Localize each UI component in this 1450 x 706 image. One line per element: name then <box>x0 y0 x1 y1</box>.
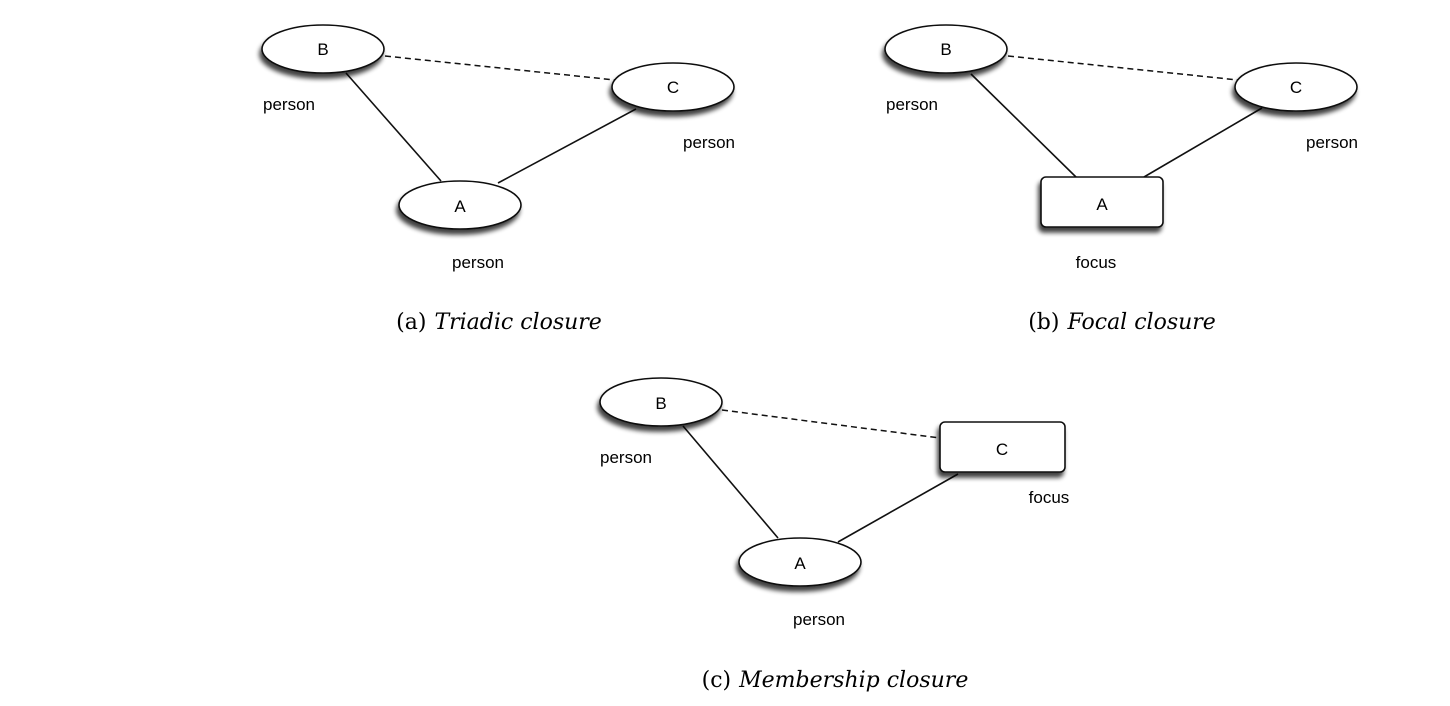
panel-b-focal-closure: B C A person person focus (b) Focal closu… <box>884 24 1358 335</box>
node-a-label: A <box>794 554 806 573</box>
edge-a-c <box>1143 107 1263 178</box>
caption-c-tag: (c) <box>702 668 732 693</box>
edge-a-b <box>970 73 1077 178</box>
edge-a-c <box>497 108 637 184</box>
node-a: A <box>1040 176 1164 228</box>
node-b: B <box>599 377 723 427</box>
node-a-type-label: focus <box>1076 253 1117 272</box>
node-b-ellipse <box>261 24 385 74</box>
caption-b: (b) Focal closure <box>1028 310 1216 335</box>
edge-a-b <box>682 425 779 539</box>
node-b-type-label: person <box>600 448 652 467</box>
node-c-type-label: person <box>1306 133 1358 152</box>
node-b-label: B <box>655 394 666 413</box>
caption-c: (c)Membership closure <box>702 668 969 693</box>
node-c-label: C <box>667 78 679 97</box>
node-b: B <box>884 24 1008 74</box>
caption-b-title: Focal closure <box>1066 310 1215 335</box>
node-b-label: B <box>940 40 951 59</box>
node-c-type-label: person <box>683 133 735 152</box>
edge-a-b <box>345 72 442 182</box>
panel-a-triadic-closure: B C A person person person (a) Triadic cl… <box>261 24 735 335</box>
caption-a: (a) Triadic closure <box>396 310 602 335</box>
node-a-ellipse <box>738 537 862 587</box>
caption-a-title: Triadic closure <box>434 310 601 335</box>
node-c: C <box>1234 62 1358 112</box>
node-c-type-label: focus <box>1029 488 1070 507</box>
node-b-ellipse <box>599 377 723 427</box>
panel-c-membership-closure: B C A person focus person (c)Membership … <box>599 377 1070 693</box>
node-a-label: A <box>454 197 466 216</box>
node-b-label: B <box>317 40 328 59</box>
edge-b-c-dashed <box>721 409 941 439</box>
node-c-label: C <box>996 440 1008 459</box>
node-c-ellipse <box>611 62 735 112</box>
edge-b-c-dashed <box>384 55 616 81</box>
node-c-label: C <box>1290 78 1302 97</box>
edge-a-c <box>837 473 959 543</box>
caption-a-tag: (a) <box>396 310 426 335</box>
caption-c-title: Membership closure <box>738 668 968 693</box>
node-c: C <box>939 421 1066 473</box>
node-a: A <box>398 180 522 230</box>
node-a-rect <box>1040 176 1164 228</box>
node-c-rect <box>939 421 1066 473</box>
node-a: A <box>738 537 862 587</box>
node-a-label: A <box>1096 195 1108 214</box>
node-b-type-label: person <box>886 95 938 114</box>
edge-b-c-dashed <box>1007 55 1239 81</box>
node-a-type-label: person <box>452 253 504 272</box>
node-b: B <box>261 24 385 74</box>
node-c: C <box>611 62 735 112</box>
node-a-type-label: person <box>793 610 845 629</box>
node-a-ellipse <box>398 180 522 230</box>
node-c-ellipse <box>1234 62 1358 112</box>
node-b-type-label: person <box>263 95 315 114</box>
caption-b-tag: (b) <box>1028 310 1059 335</box>
node-b-ellipse <box>884 24 1008 74</box>
